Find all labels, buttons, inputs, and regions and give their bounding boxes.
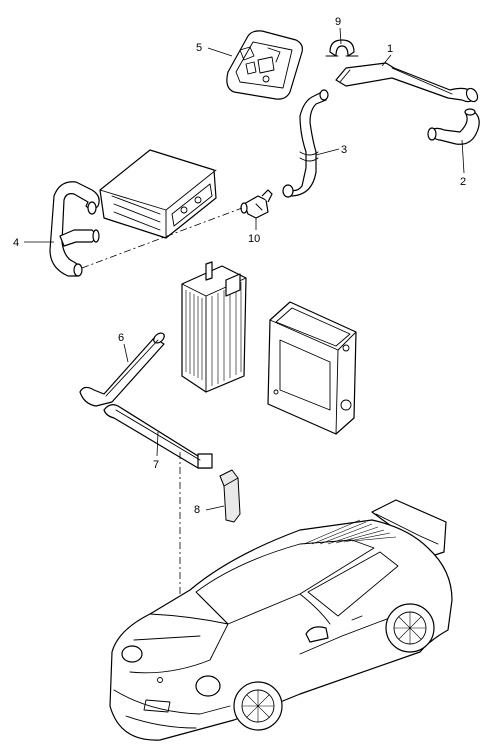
connection-line-4-10 [81, 207, 243, 269]
callout-9: 9 [335, 16, 341, 28]
part-9-clamp [325, 39, 359, 57]
callout-2: 2 [460, 176, 466, 188]
head-unit-box [99, 149, 217, 239]
part-4-hose [49, 181, 100, 277]
callout-5: 5 [196, 42, 202, 54]
callout-4: 4 [13, 237, 19, 249]
part-2-hose [427, 108, 480, 145]
part-7-pipe [103, 404, 213, 469]
callout-3: 3 [341, 144, 347, 156]
part-8-bracket [219, 469, 241, 523]
callout-1: 1 [387, 43, 393, 55]
control-module [267, 301, 357, 435]
vehicle-illustration [109, 499, 453, 741]
part-5-tray [226, 30, 303, 100]
callout-7: 7 [153, 459, 159, 471]
part-1-hose [335, 62, 479, 103]
callout-10: 10 [248, 233, 260, 245]
part-3-hose [282, 89, 329, 198]
part-6-pipe [79, 332, 165, 407]
leader-lines [24, 27, 465, 511]
part-10-sensor [240, 189, 273, 219]
callout-6: 6 [118, 332, 124, 344]
callout-8: 8 [194, 504, 200, 516]
amplifier-unit [181, 261, 247, 393]
